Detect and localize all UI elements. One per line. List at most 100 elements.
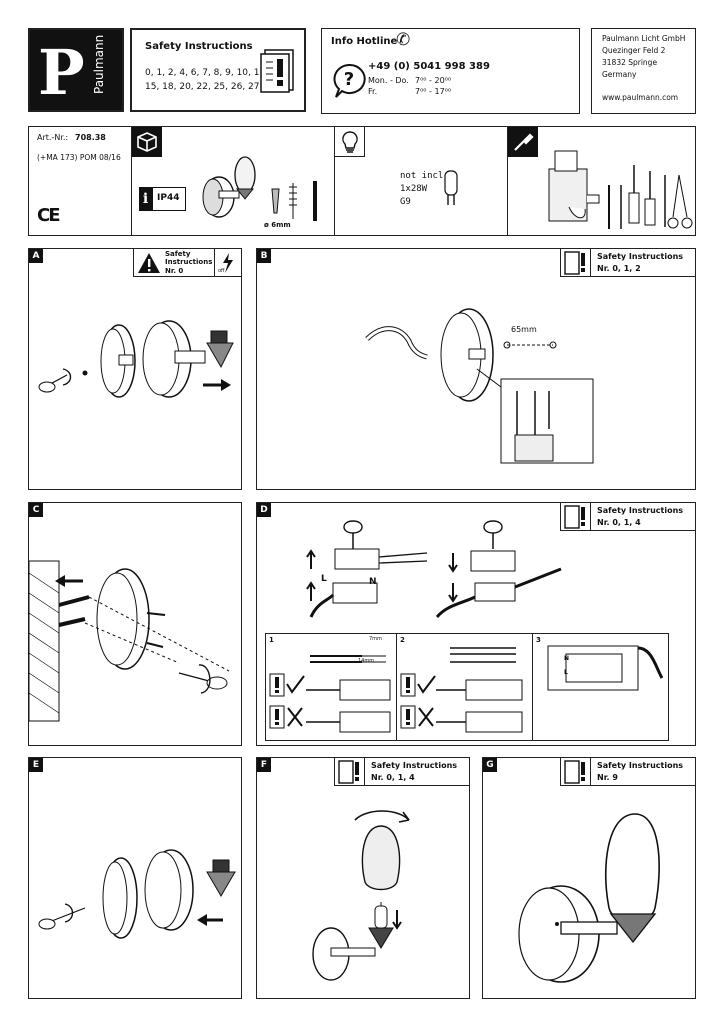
panel-e: E [28,757,242,999]
panel-b-si-nums: Nr. 0, 1, 2 [597,264,641,273]
panel-a-si-title: Safety [165,250,191,258]
address-line-4: Germany [602,70,637,79]
panel-b-safety-box: Safety Instructions Nr. 0, 1, 2 [560,249,695,277]
bulb-not-included: not incl. [400,171,449,181]
address-line-1: Paulmann Licht GmbH [602,34,686,43]
panel-b-dimension: 65mm [511,325,537,334]
panel-d-label: D [257,503,271,517]
safety-numbers-1: 0, 1, 2, 4, 6, 7, 8, 9, 10, 11, [145,68,269,78]
hotline-title: Info Hotline [331,36,398,47]
panel-e-label: E [29,758,43,772]
ip-rating: IP44 [157,193,180,203]
address-line-2: Quezinger Feld 2 [602,46,666,55]
bulb-wattage: 1x28W [400,184,428,194]
panel-g-label: G [483,758,497,772]
divider-3 [507,127,508,235]
art-label: Art.-Nr.: [37,133,69,142]
panel-f-safety-box: Safety Instructions Nr. 0, 1, 4 [334,758,469,786]
panel-b-drawing [365,308,594,464]
panel-c-drawing [28,560,230,722]
panel-g-si-title: Safety Instructions [597,761,684,770]
panel-b-label: B [257,249,271,263]
hours-days-2: Fr. [368,87,378,96]
manual-warning-icon [260,49,294,93]
question-icon: ? [333,63,366,98]
substep-3-L: L [564,669,568,676]
bulb-socket: G9 [400,197,411,207]
brand-logo: P Paulmann [28,28,124,112]
substep-divider-2 [532,634,533,740]
panel-d-safety-box: Safety Instructions Nr. 0, 1, 4 [560,503,695,531]
hours-time-1: 7⁰⁰ - 20⁰⁰ [415,76,452,85]
panel-b: B Safety Instructions Nr. 0, 1, 2 65mm [256,248,696,490]
correct-marker-1 [269,673,305,697]
panel-e-drawing [38,849,236,939]
info-icon: i [139,187,152,211]
bulb-icon-cell [335,127,365,157]
screwdriver-icon [514,133,534,151]
panel-a-si-nums: Nr. 0 [165,267,184,275]
panel-a-divider [214,249,215,277]
phone-icon: ✆ [396,30,411,50]
power-off-icon [223,253,233,273]
product-info-bar: Art.-Nr.: 708.38 (+MA 173) POM 08/16 CE … [28,126,696,236]
info-hotline: Info Hotline ✆ ? +49 (0) 5041 998 389 Mo… [321,28,580,114]
substep-2-drawing [436,647,523,733]
panel-f-drawing [312,810,410,981]
safety-title: Safety Instructions [145,41,253,52]
brand-name: Paulmann [92,34,106,94]
panel-b-si-title: Safety Instructions [597,252,684,261]
panel-a-off: off [218,268,225,274]
panel-f-si-nums: Nr. 0, 1, 4 [371,773,415,782]
bulb-icon [342,131,358,153]
lamp-and-mounting-parts-drawing [202,156,317,221]
panel-d: D Safety Instructions Nr. 0, 1, 4 L N 1 … [256,502,696,746]
panel-d-N: N [369,577,377,587]
panel-d-si-nums: Nr. 0, 1, 4 [597,518,641,527]
correct-marker-2 [400,673,436,697]
panel-d-si-title: Safety Instructions [597,506,684,515]
substep-3-number: 3 [536,636,541,644]
drill-size: ø 6mm [264,221,291,229]
company-website[interactable]: www.paulmann.com [602,93,679,102]
panel-a-safety-box: Safety Instructions Nr. 0 off [133,249,241,277]
substep-1-14mm: 14mm [358,658,375,664]
panel-b-si-divider [590,249,591,277]
panel-f: F Safety Instructions Nr. 0, 1, 4 [256,757,470,999]
ip-rating-badge: IP44 [152,187,186,211]
panel-g-drawing [518,813,660,983]
panel-c-label: C [29,503,43,517]
box-contents-icon [137,132,157,152]
panel-d-top-drawing [306,520,562,619]
substep-1-7mm: 7mm [369,636,382,642]
svg-text:?: ? [344,69,354,90]
panel-a: A Safety Instructions Nr. 0 off [28,248,242,490]
product-subcode: (+MA 173) POM 08/16 [37,153,121,162]
divider-1 [131,127,132,235]
incorrect-marker-1 [269,705,303,729]
panel-g-si-nums: Nr. 9 [597,773,618,782]
art-number: 708.38 [75,133,106,142]
panel-a-label: A [29,249,43,263]
address-line-3: 31832 Springe [602,58,658,67]
panel-b-manual-icon [564,251,585,275]
brand-letter: P [38,36,85,109]
panel-f-si-divider [364,758,365,786]
g9-bulb-drawing [444,170,458,205]
panel-a-drawing [38,320,234,398]
tools-drawing [548,150,693,229]
warning-triangle-icon [138,253,160,273]
substep-2-number: 2 [400,636,405,644]
substep-1-drawing [306,655,391,733]
hotline-phone: +49 (0) 5041 998 389 [368,61,490,72]
panel-g-si-divider [590,758,591,786]
substep-3-N: N [564,655,570,662]
divider-2 [334,127,335,235]
panel-f-manual-icon [338,760,359,784]
panel-d-L: L [321,574,327,584]
ce-mark: CE [37,205,60,226]
safety-numbers-2: 15, 18, 20, 22, 25, 26, 27 [145,82,260,92]
panel-d-manual-icon [564,505,585,529]
substep-3-drawing [547,645,664,691]
incorrect-marker-2 [400,705,434,729]
